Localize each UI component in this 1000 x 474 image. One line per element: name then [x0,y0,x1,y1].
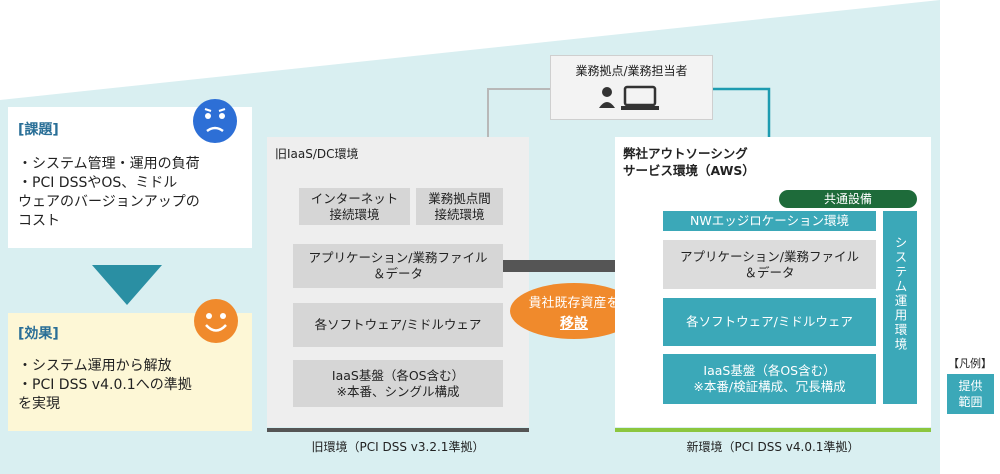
old-env-title: 旧IaaS/DC環境 [275,147,359,161]
site-label: 業務拠点/業務担当者 [575,64,688,78]
new-env-footer: 新環境（PCI DSS v4.0.1準拠） [686,440,860,454]
legend-item: 提供 範囲 [947,374,994,414]
effect-text: ・システム運用から解放 ・PCI DSS v4.0.1への準拠 を実現 [18,358,192,412]
down-arrow-icon [92,265,162,305]
new-nw-box: NWエッジロケーション環境 [663,211,876,231]
old-iaas-box: IaaS基盤（各OS含む） ※本番、シングル構成 [293,360,503,407]
old-software-box: 各ソフトウェア/ミドルウェア [293,303,503,347]
old-app-box: アプリケーション/業務ファイル ＆データ [293,244,503,288]
smile-face-icon [194,299,238,343]
effect-panel: [効果] ・システム運用から解放 ・PCI DSS v4.0.1への準拠 を実現 [8,313,252,431]
old-env-bar [267,428,529,432]
worried-face-icon [193,99,237,143]
system-ops-box: システム運用環境 [883,211,917,404]
old-env-footer: 旧環境（PCI DSS v3.2.1準拠） [311,440,485,454]
old-internet-box: インターネット 接続環境 [299,188,410,225]
issue-title: [課題] [18,122,59,138]
new-env-bar [615,428,931,432]
user-laptop-icon [599,85,659,110]
new-iaas-box: IaaS基盤（各OS含む） ※本番/検証構成、冗長構成 [663,354,876,404]
legend-title: 【凡例】 [948,357,992,370]
issue-panel: [課題] ・システム管理・運用の負荷 ・PCI DSSやOS、ミドル ウェアのバ… [8,107,252,248]
issue-text: ・システム管理・運用の負荷 ・PCI DSSやOS、ミドル ウェアのバージョンア… [18,156,200,229]
new-env-title: 弊社アウトソーシング サービス環境（AWS） [623,146,755,178]
migration-line2: 移設 [560,316,588,332]
new-app-box: アプリケーション/業務ファイル ＆データ [663,240,876,289]
common-facility-label: 共通設備 [779,190,917,208]
migration-line1: 貴社既存資産を [528,296,620,311]
old-branch-box: 業務拠点間 接続環境 [416,188,503,225]
site-box: 業務拠点/業務担当者 [550,55,713,120]
system-ops-label: システム運用環境 [892,236,908,352]
new-software-box: 各ソフトウェア/ミドルウェア [663,298,876,346]
effect-title: [効果] [18,326,59,342]
